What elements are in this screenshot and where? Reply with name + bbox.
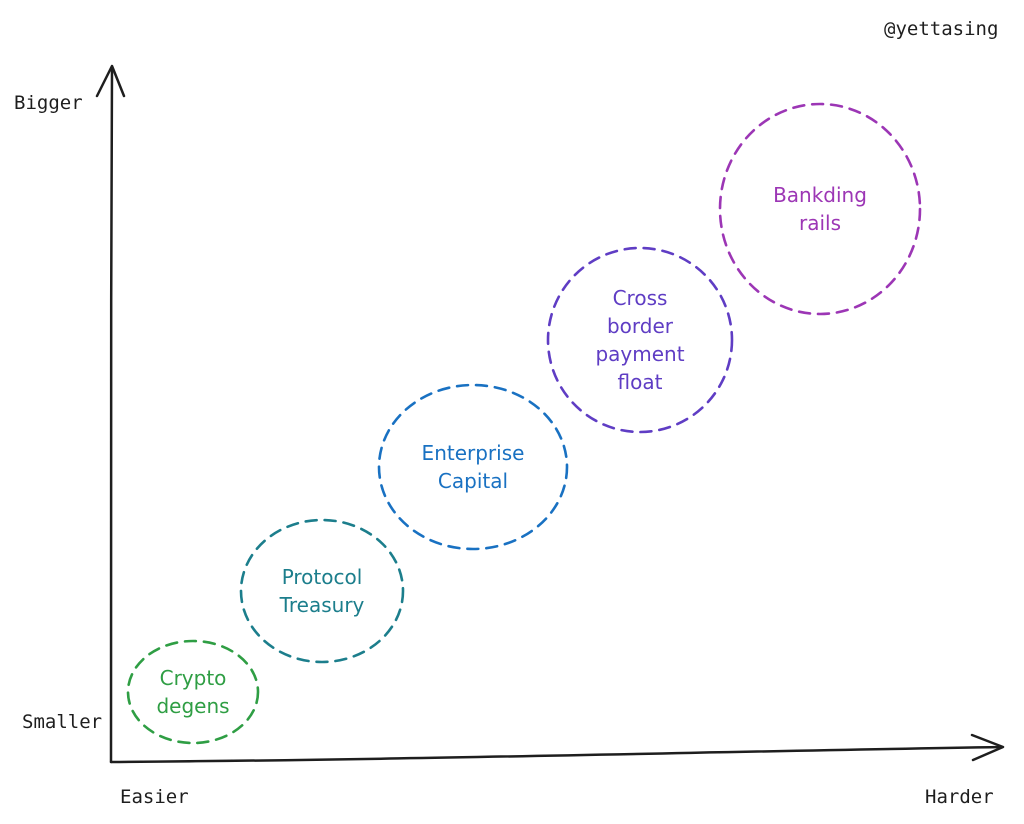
bubble-label-line: Cross: [612, 286, 668, 310]
bubble-label-line: payment: [595, 342, 685, 366]
bubble-label-crypto-degens: Crypto degens: [156, 664, 229, 720]
bubble-bankding-rails: [718, 102, 922, 316]
bubble-protocol-treasury: [239, 518, 405, 664]
y-axis-bottom-label: Smaller: [22, 711, 103, 733]
bubble-label-line: border: [606, 314, 674, 338]
bubble-label-line: Enterprise: [421, 441, 525, 465]
y-axis-arrowhead: [95, 64, 126, 98]
bubble-label-line: Protocol: [281, 565, 363, 589]
bubble-label-line: rails: [798, 211, 842, 235]
bubble-label-line: Crypto: [159, 666, 227, 690]
bubble-label-cross-border-payment-float: Cross border payment float: [595, 284, 684, 396]
bubble-cross-border-payment-float: [546, 246, 734, 434]
bubble-label-line: Treasury: [279, 593, 365, 617]
bubble-enterprise-capital: [377, 383, 569, 551]
y-axis-top-label: Bigger: [14, 92, 83, 114]
bubble-label-line: degens: [156, 694, 230, 718]
x-axis-right-label: Harder: [925, 786, 994, 808]
x-axis-arrowhead: [970, 733, 1005, 762]
bubble-label-line: Bankding: [773, 183, 867, 207]
bubble-label-bankding-rails: Bankding rails: [773, 181, 867, 237]
x-axis-left-label: Easier: [120, 786, 189, 808]
author-handle: @yettasing: [884, 18, 999, 40]
bubble-label-line: Capital: [437, 469, 509, 493]
bubble-label-line: float: [617, 370, 663, 394]
y-axis-line: [109, 66, 114, 764]
x-axis-line: [109, 745, 1004, 764]
bubble-crypto-degens: [126, 639, 260, 745]
